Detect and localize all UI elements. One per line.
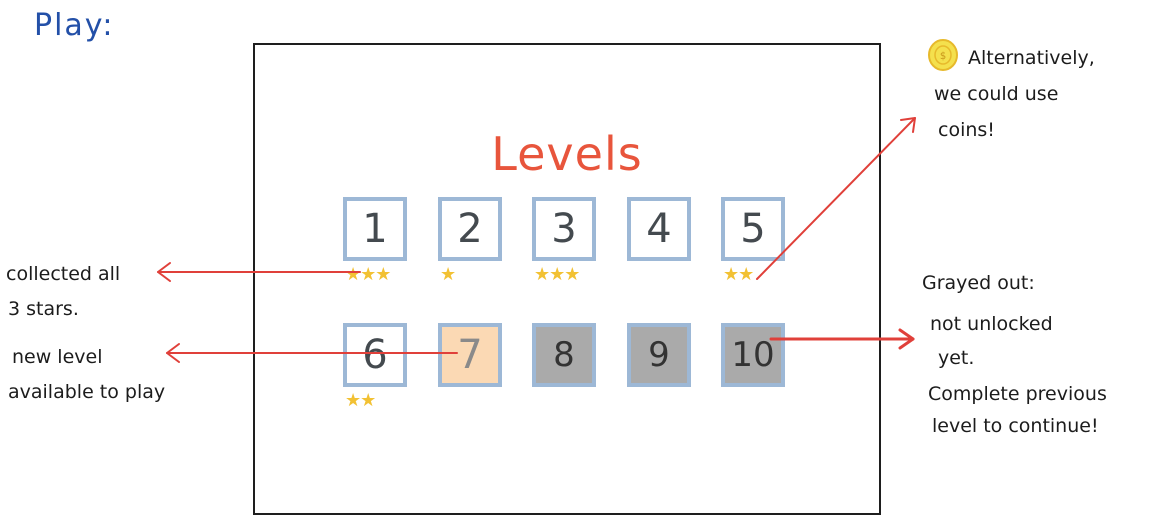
level-tile-10: 10: [721, 323, 785, 387]
level-number: 8: [553, 335, 575, 375]
levels-title: Levels: [491, 127, 643, 181]
coin-icon: $: [928, 39, 958, 71]
level-tile-3[interactable]: 3: [532, 197, 596, 261]
level-tile-8: 8: [532, 323, 596, 387]
coins-note-line-2: we could use: [934, 83, 1059, 105]
coins-note-line-3: coins!: [938, 119, 995, 141]
stars-note-line-1: collected all: [6, 263, 121, 285]
level-stars-5: ★★: [723, 264, 754, 285]
level-number: 4: [646, 206, 672, 252]
level-tile-4[interactable]: 4: [627, 197, 691, 261]
level-stars-3: ★★★: [534, 264, 580, 285]
grayed-note-line-4: Complete previous: [928, 383, 1107, 405]
level-number: 1: [362, 206, 388, 252]
level-stars-2: ★: [440, 264, 456, 285]
grayed-note-line-3: yet.: [938, 347, 975, 369]
level-number: 7: [457, 332, 483, 378]
level-tile-9: 9: [627, 323, 691, 387]
grayed-note-line-1: Grayed out:: [922, 272, 1035, 294]
play-label: Play:: [34, 8, 115, 43]
grayed-note-line-5: level to continue!: [932, 415, 1099, 437]
level-tile-5[interactable]: 5: [721, 197, 785, 261]
svg-text:$: $: [940, 51, 946, 62]
level-stars-1: ★★★: [345, 264, 391, 285]
level-stars-6: ★★: [345, 390, 376, 411]
grayed-note-line-2: not unlocked: [930, 313, 1053, 335]
level-number: 2: [457, 206, 483, 252]
coins-note-line-1: Alternatively,: [968, 47, 1095, 69]
level-number: 3: [551, 206, 577, 252]
level-number: 10: [731, 335, 775, 375]
level-number: 9: [648, 335, 670, 375]
stars-note-line-2: 3 stars.: [8, 298, 79, 320]
level-tile-6[interactable]: 6: [343, 323, 407, 387]
new-level-note-line-2: available to play: [8, 381, 166, 403]
level-tile-1[interactable]: 1: [343, 197, 407, 261]
level-tile-2[interactable]: 2: [438, 197, 502, 261]
level-number: 6: [362, 332, 388, 378]
level-number: 5: [740, 206, 766, 252]
new-level-note-line-1: new level: [12, 346, 103, 368]
level-tile-7[interactable]: 7: [438, 323, 502, 387]
